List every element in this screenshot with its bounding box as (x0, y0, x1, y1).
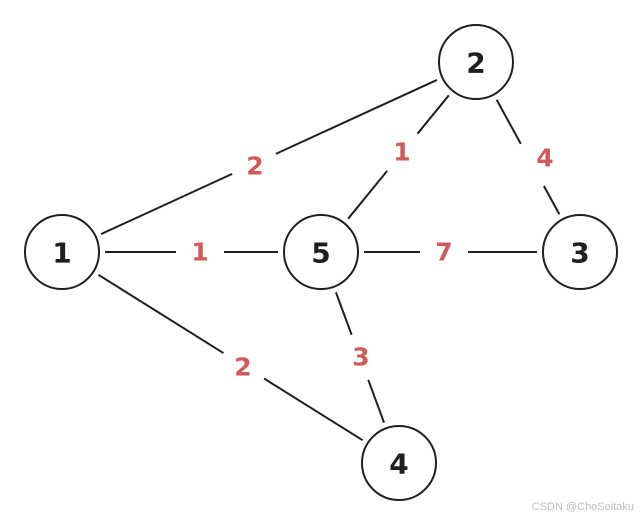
edge-weight-n1-n5: 1 (191, 238, 208, 267)
edge-n1-n4-segment-a (97, 273, 224, 354)
edge-n1-n2-segment-a (100, 172, 233, 235)
edge-n5-n4-segment-a (334, 291, 353, 336)
node-circle (542, 214, 618, 290)
node-circle (361, 425, 437, 501)
edge-n1-n4-segment-b (263, 377, 364, 442)
edge-weight-n1-n2: 2 (246, 152, 263, 181)
node-label: 1 (52, 237, 71, 270)
graph-node-4: 4 (361, 425, 437, 501)
node-label: 2 (466, 47, 485, 80)
edge-n1-n2-segment-b (275, 79, 438, 155)
node-circle (283, 214, 359, 290)
node-circle (438, 24, 514, 100)
edge-weight-n2-n5: 1 (393, 138, 410, 167)
watermark: CSDN @ChoSeitaku (531, 501, 634, 513)
edge-weight-n5-n3: 7 (435, 238, 452, 267)
nodes-layer: 1 2 3 4 5 (24, 24, 618, 501)
edge-n2-n5-segment-a (416, 94, 450, 135)
edge-weight-n2-n3: 4 (536, 144, 553, 173)
edge-n5-n4-segment-b (367, 379, 386, 424)
edges-layer (97, 79, 561, 442)
node-label: 3 (570, 237, 589, 270)
graph-node-5: 5 (283, 214, 359, 290)
node-circle (24, 214, 100, 290)
edge-weight-n5-n4: 3 (352, 343, 369, 372)
node-label: 5 (311, 237, 330, 270)
edge-n2-n3-segment-b (542, 185, 561, 215)
graph-node-3: 3 (542, 214, 618, 290)
edge-n2-n5-segment-b (347, 170, 388, 220)
weights-layer: 2 1 2 1 4 7 3 (191, 138, 553, 382)
edge-n2-n3-segment-a (495, 99, 522, 145)
graph-node-1: 1 (24, 214, 100, 290)
edge-weight-n1-n4: 2 (234, 353, 251, 382)
node-label: 4 (389, 448, 408, 481)
graph-node-2: 2 (438, 24, 514, 100)
